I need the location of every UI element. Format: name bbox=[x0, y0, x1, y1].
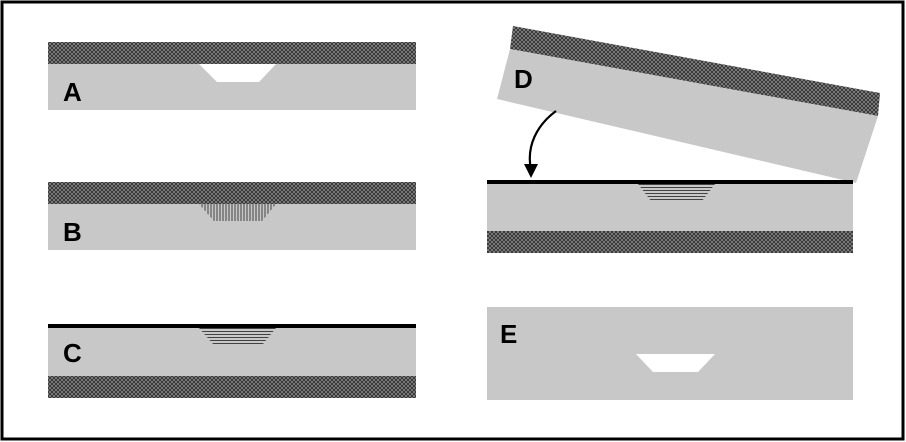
panel-e-substrate bbox=[487, 307, 853, 400]
panel-d-embedded-fill bbox=[638, 184, 715, 201]
panel-d-arrow-head-icon bbox=[524, 164, 538, 178]
panel-e-buried-cavity bbox=[636, 354, 715, 372]
panel-d-tilted-wafer-mask bbox=[510, 26, 880, 116]
panel-d-bottom-mask-layer bbox=[487, 231, 853, 253]
panel-e-label: E bbox=[500, 319, 517, 349]
panel-a-label: A bbox=[63, 77, 82, 107]
panel-d: D bbox=[487, 26, 880, 253]
panel-b: B bbox=[48, 182, 416, 250]
panel-e: E bbox=[487, 307, 853, 400]
panel-d-bonding-film bbox=[487, 180, 853, 184]
panel-b-mask-layer bbox=[48, 182, 416, 204]
panel-a-etched-cavity bbox=[199, 64, 276, 82]
panel-b-filled-cavity bbox=[199, 204, 276, 221]
panel-c-label: C bbox=[63, 338, 82, 368]
panel-a: A bbox=[48, 42, 416, 110]
panel-c-planarized-fill bbox=[199, 328, 276, 344]
panel-c: C bbox=[48, 324, 416, 398]
panel-b-label: B bbox=[63, 217, 82, 247]
panel-c-top-film bbox=[48, 324, 416, 328]
panel-a-mask-layer bbox=[48, 42, 416, 64]
panel-c-bottom-layer bbox=[48, 376, 416, 398]
panel-d-bonding-arrow bbox=[528, 110, 557, 171]
panel-d-tilted-wafer-substrate bbox=[497, 49, 878, 183]
panel-d-label: D bbox=[514, 64, 533, 94]
